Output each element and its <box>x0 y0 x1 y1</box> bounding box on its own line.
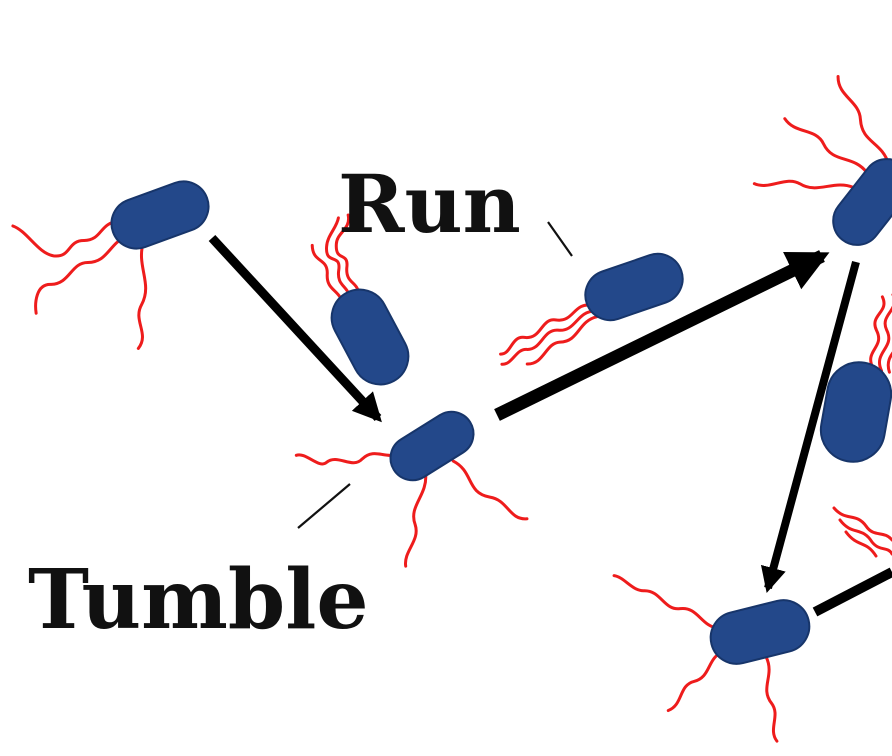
bacterium-1 <box>11 180 210 350</box>
cell-body-8 <box>709 599 811 665</box>
bacterium-5 <box>752 75 892 246</box>
trajectory-paths <box>208 234 892 617</box>
flagella-2 <box>310 213 360 310</box>
tumble-label: Tumble <box>28 552 369 648</box>
path-arrow-3 <box>760 260 860 593</box>
run-pointer-line <box>547 221 573 257</box>
flagella-3 <box>294 450 529 568</box>
flagella-5 <box>752 75 891 190</box>
bacterium-2 <box>310 213 410 386</box>
path-arrow-1 <box>208 234 382 423</box>
flagella-6 <box>869 291 892 374</box>
flagella-8 <box>612 574 779 743</box>
cell-body-2 <box>330 288 410 386</box>
cell-body-3 <box>389 410 475 482</box>
run-label: Run <box>338 157 521 251</box>
bacterium-3 <box>294 410 529 568</box>
cell-body-4 <box>584 252 684 322</box>
cell-body-5 <box>832 158 892 246</box>
tumble-pointer-line <box>297 483 351 529</box>
cell-body-6 <box>819 361 892 463</box>
path-arrow-2 <box>494 250 830 421</box>
flagella-4 <box>499 303 599 366</box>
path-arrow-4 <box>812 567 892 617</box>
flagella-1 <box>11 219 148 350</box>
bacterium-6 <box>819 291 892 463</box>
flagella-7 <box>832 506 892 558</box>
cell-body-1 <box>110 180 210 250</box>
bacterium-4 <box>499 252 684 366</box>
bacterium-8 <box>612 574 811 743</box>
